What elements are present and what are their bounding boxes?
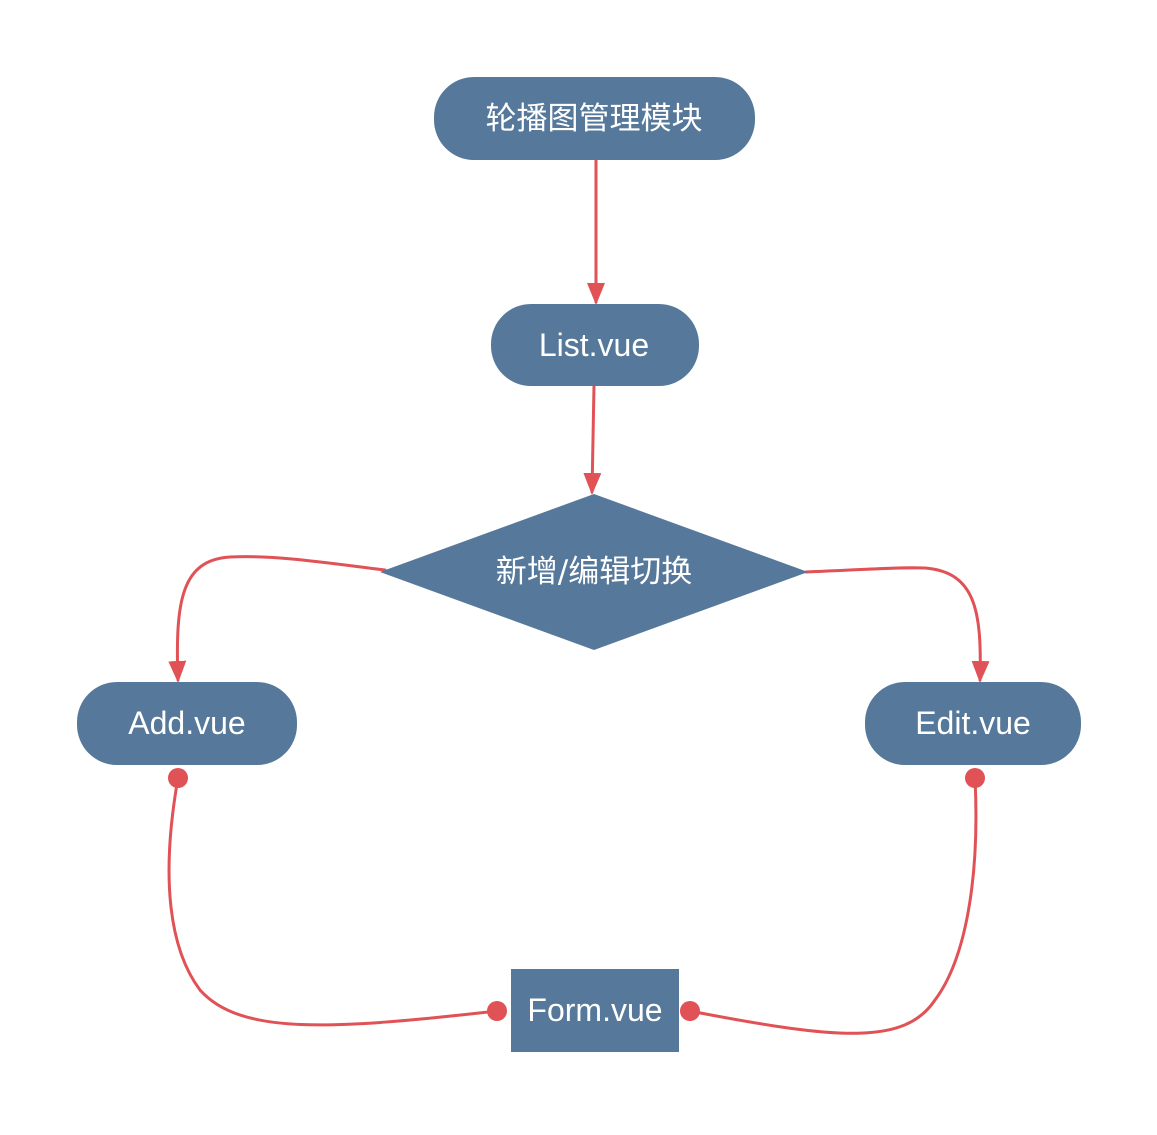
edge-switch-to-add xyxy=(168,555,387,683)
node-switch: 新增/编辑切换 xyxy=(380,494,808,650)
node-switch-label: 新增/编辑切换 xyxy=(496,554,692,590)
edges xyxy=(167,158,990,1035)
node-form-label: Form.vue xyxy=(527,992,662,1028)
node-module-shape xyxy=(434,77,755,160)
node-add: Add.vue xyxy=(77,682,297,765)
node-edit-shape xyxy=(865,682,1081,765)
node-module: 轮播图管理模块 xyxy=(434,77,755,160)
node-form: Form.vue xyxy=(511,969,679,1052)
edge-add-to-form xyxy=(167,776,499,1027)
node-list-label: List.vue xyxy=(539,327,649,363)
connector-dot-form-right xyxy=(680,1001,700,1021)
node-edit: Edit.vue xyxy=(865,682,1081,765)
node-list-shape xyxy=(491,304,699,386)
node-module-label: 轮播图管理模块 xyxy=(486,101,703,137)
connector-dot-edit-bottom xyxy=(965,768,985,788)
edge-list-to-switch xyxy=(583,384,602,495)
node-add-label: Add.vue xyxy=(128,705,245,741)
connector-dot-add-bottom xyxy=(168,768,188,788)
node-add-shape xyxy=(77,682,297,765)
node-list: List.vue xyxy=(491,304,699,386)
connector-dots xyxy=(168,768,985,1021)
node-edit-label: Edit.vue xyxy=(915,705,1031,741)
node-switch-shape xyxy=(380,494,808,650)
node-form-shape xyxy=(511,969,679,1052)
connector-dot-form-left xyxy=(487,1001,507,1021)
edge-edit-to-form xyxy=(688,776,978,1035)
edge-switch-to-edit xyxy=(804,566,990,683)
